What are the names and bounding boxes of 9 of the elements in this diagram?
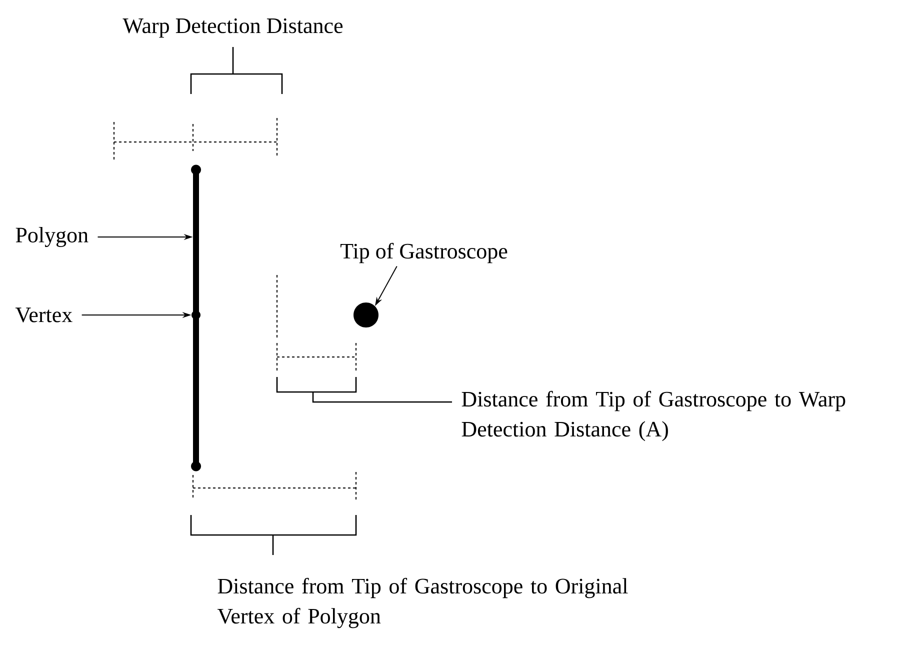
dot — [354, 302, 378, 328]
callout-text: Vertex — [15, 308, 72, 322]
dot — [192, 310, 200, 320]
dimension-label: Distance from Tip of Gastroscope to Warp Detection Distance (A) — [462, 390, 846, 442]
callout-text: Polygon — [16, 227, 88, 248]
callout-text: Tip of Gastroscope — [340, 242, 508, 264]
polygon-line — [191, 164, 201, 472]
dimension-label: Distance from Tip of Gastroscope to Original Vertex of Polygon — [217, 578, 628, 628]
dimension-label: Warp Detection Distance — [122, 18, 343, 38]
